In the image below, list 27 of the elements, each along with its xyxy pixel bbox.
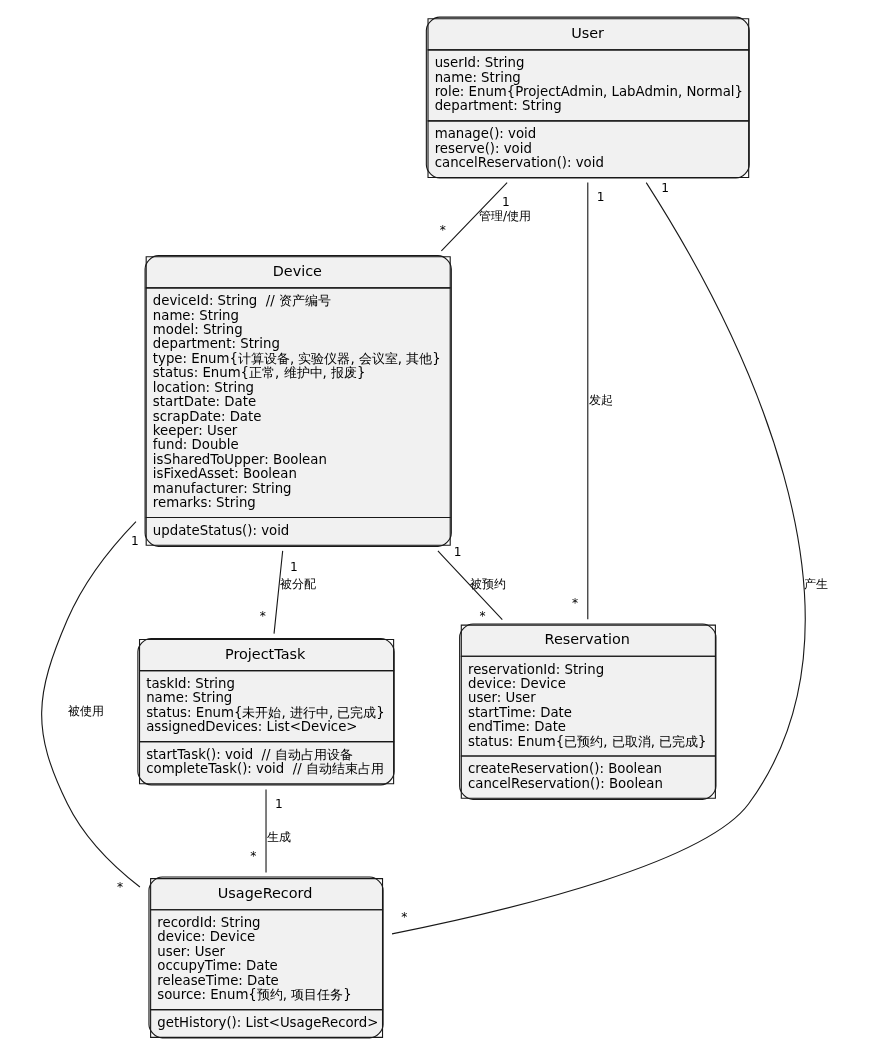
edge-label: 被分配 bbox=[280, 577, 317, 592]
connector bbox=[440, 182, 508, 252]
label: 1 bbox=[661, 181, 670, 196]
label: 1 bbox=[274, 796, 283, 811]
label: 1 bbox=[453, 545, 462, 560]
edge-label: 发起 bbox=[588, 393, 613, 408]
edge-label: 管理/使用 bbox=[479, 208, 532, 223]
edge-label: 被预约 bbox=[469, 577, 506, 592]
connector bbox=[41, 521, 141, 888]
connector bbox=[437, 550, 503, 621]
label: * bbox=[116, 879, 123, 894]
connector bbox=[273, 550, 284, 635]
connector bbox=[587, 181, 589, 620]
label: * bbox=[479, 609, 486, 624]
label: * bbox=[250, 849, 257, 864]
edge-label: 产生 bbox=[803, 577, 828, 592]
label: 1 bbox=[596, 189, 605, 204]
label: * bbox=[439, 223, 446, 238]
label: * bbox=[571, 596, 578, 611]
label: 1 bbox=[289, 559, 298, 574]
connector bbox=[391, 182, 805, 935]
label: * bbox=[259, 609, 266, 624]
label: 1 bbox=[130, 533, 139, 548]
label: * bbox=[401, 910, 408, 925]
label: 1 bbox=[501, 194, 510, 209]
edge-label: 被使用 bbox=[68, 703, 105, 718]
edge-label: 生成 bbox=[266, 830, 291, 845]
